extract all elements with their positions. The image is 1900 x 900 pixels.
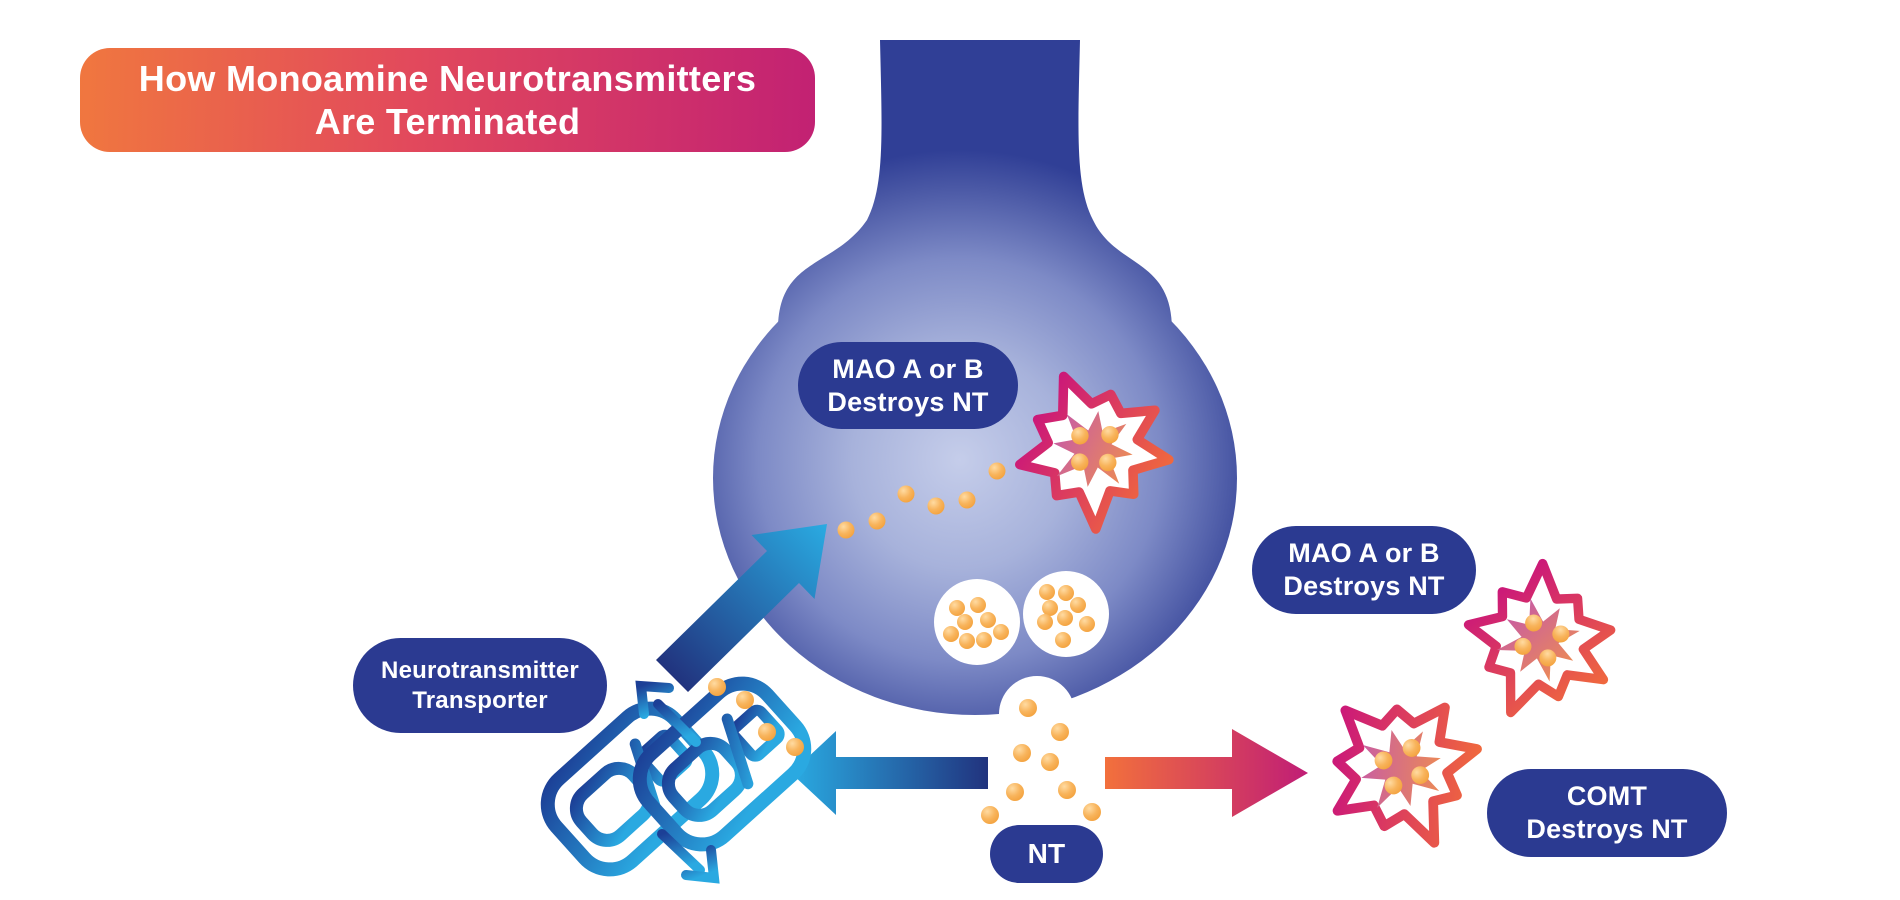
nt-release-spray (981, 699, 1101, 824)
label-neurotransmitter-transporter: Neurotransmitter Transporter (353, 638, 607, 733)
vesicle-nt-dots (943, 584, 1095, 649)
label-comt: COMT Destroys NT (1487, 769, 1727, 857)
reuptake-arrow (656, 524, 827, 692)
label-mao-inside-line-1: MAO A or B (832, 353, 984, 384)
vesicles (934, 571, 1109, 665)
label-comt-line-1: COMT (1566, 781, 1648, 812)
release-opening-icon (999, 676, 1075, 752)
nt-trail-inside (837, 462, 1006, 539)
title-line-1: How Monoamine Neurotransmitters (138, 57, 757, 99)
nt-trail-transporter (708, 678, 804, 756)
label-transporter-line-2: Transporter (412, 686, 548, 714)
label-comt-line-2: Destroys NT (1526, 814, 1688, 844)
enzyme-burst-icon-comt (1314, 682, 1496, 864)
label-nt: NT (990, 825, 1103, 883)
label-mao-inside: MAO A or B Destroys NT (798, 342, 1018, 429)
transport-in-arrow-icon (635, 680, 701, 747)
label-mao-right: MAO A or B Destroys NT (1252, 526, 1476, 614)
transport-out-arrow-icon (657, 829, 720, 884)
label-mao-inside-line-2: Destroys NT (827, 386, 989, 417)
transporter-channels (540, 676, 812, 884)
left-arrow (791, 731, 988, 815)
right-arrow (1105, 729, 1308, 817)
label-mao-right-line-2: Destroys NT (1283, 571, 1445, 601)
label-mao-right-line-1: MAO A or B (1288, 538, 1440, 569)
transporter-channel-icon (632, 676, 812, 852)
title-line-2: Are Terminated (314, 101, 581, 142)
label-transporter-line-1: Neurotransmitter (381, 657, 579, 685)
vesicle-icon (934, 579, 1020, 665)
label-nt-text: NT (1027, 837, 1066, 869)
title-banner: How Monoamine Neurotransmitters Are Term… (80, 48, 815, 152)
